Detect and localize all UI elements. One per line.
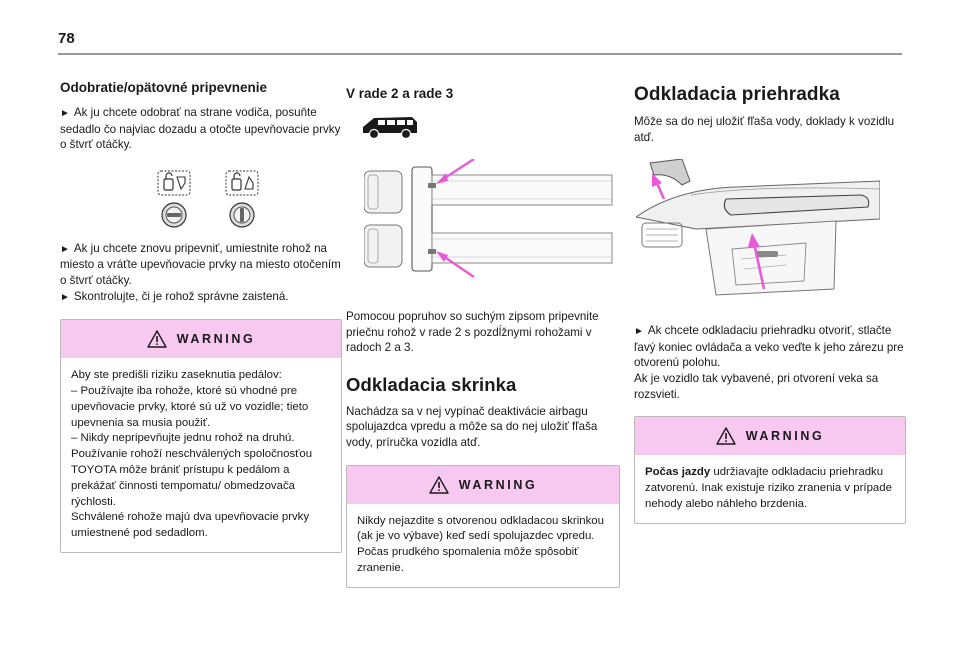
bullet-arrow-icon: ► <box>60 108 70 119</box>
bullet-arrow-icon: ► <box>60 291 70 303</box>
paragraph-velcro: Pomocou popruhov so suchým zipsom pripev… <box>346 310 599 355</box>
top-rule <box>58 53 902 55</box>
column-1: Odobratie/opätovné pripevnenie ►Ak ju ch… <box>60 80 342 553</box>
warning-text: Nikdy nejazdite s otvorenou odkladacou s… <box>357 514 604 574</box>
warning-header: WARNING <box>347 465 619 504</box>
floor-mat-rows-illustration <box>364 159 620 279</box>
warning-title: WARNING <box>176 332 256 347</box>
warning-box-glovebox: WARNING Nikdy nejazdite s otvorenou odkl… <box>346 464 620 588</box>
paragraph-glovebox: Nachádza sa v nej vypínač deaktivácie ai… <box>346 404 598 449</box>
warning-header: WARNING <box>61 320 341 359</box>
warning-box-compartment: WARNING Počas jazdy udržiavajte odkladac… <box>634 416 906 524</box>
warning-box-pedals: WARNING Aby ste predišli riziku zaseknut… <box>60 319 342 553</box>
paragraph-remove: ►Ak ju chcete odobrať na strane vodiča, … <box>60 106 341 152</box>
paragraph-compartment: Môže sa do nej uložiť fľaša vody, doklad… <box>634 115 895 144</box>
warning-text: Aby ste predišli riziku zaseknutia pedál… <box>71 369 313 540</box>
section-heading-glovebox: Odkladacia skrinka <box>346 373 517 395</box>
column-3: Odkladacia priehradka Môže sa do nej ulo… <box>634 84 906 524</box>
section-heading-compartment: Odkladacia priehradka <box>634 84 840 105</box>
warning-triangle-icon <box>428 475 449 494</box>
warning-text: Počas jazdy udržiavajte odkladaciu prieh… <box>645 466 892 510</box>
fastener-illustration <box>152 167 342 229</box>
warning-triangle-icon <box>715 427 736 445</box>
van-silhouette-icon <box>360 113 620 141</box>
warning-title: WARNING <box>458 477 538 492</box>
bullet-arrow-icon: ► <box>634 326 644 338</box>
page-number: 78 <box>58 30 75 47</box>
paragraph-open-compartment: ►Ak chcete odkladaciu priehradku otvoriť… <box>634 324 904 401</box>
paragraph-refit: ►Ak ju chcete znovu pripevniť, umiestnit… <box>60 241 341 303</box>
section-heading-rows: V rade 2 a rade 3 <box>346 86 454 101</box>
warning-header: WARNING <box>635 417 905 456</box>
bullet-arrow-icon: ► <box>60 243 70 255</box>
column-2: V rade 2 a rade 3 <box>346 86 620 588</box>
dashboard-compartment-illustration <box>636 159 906 307</box>
warning-triangle-icon <box>146 330 167 348</box>
section-heading-remove: Odobratie/opätovné pripevnenie <box>60 80 268 95</box>
warning-title: WARNING <box>745 429 825 444</box>
